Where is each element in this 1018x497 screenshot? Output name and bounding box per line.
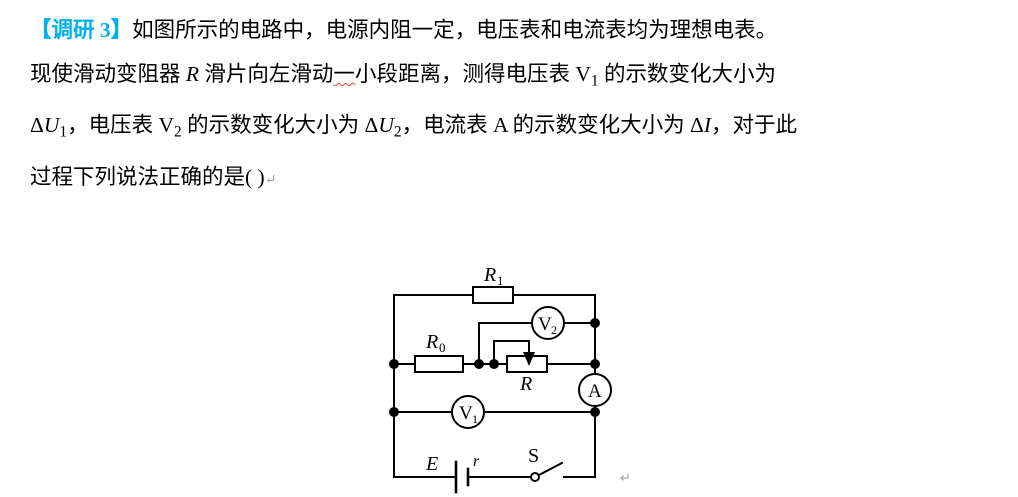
question-line-4: 过程下列说法正确的是( )↵ <box>30 155 995 203</box>
line3-U-2: U <box>378 113 394 138</box>
label-E: E <box>425 453 438 475</box>
junction-dot-left-low <box>389 407 399 417</box>
line3-sub-3: 2 <box>393 123 402 141</box>
resistor-R1-body <box>472 286 514 304</box>
question-line-1: 【调研 3】如图所示的电路中，电源内阻一定，电压表和电流表均为理想电表。 <box>30 8 995 52</box>
line4-close-paren: ) <box>257 164 265 189</box>
resistor-R0-body <box>414 355 464 373</box>
ammeter-A-circle <box>578 373 612 407</box>
junction-dot-right-v2 <box>590 318 600 328</box>
line3-part-e: ，对于此 <box>711 113 798 138</box>
junction-dots <box>389 318 600 417</box>
line2-part-c: 小段距离，测得电压表 V <box>354 62 591 86</box>
line2-wavy-underlined: 一 <box>333 62 355 86</box>
line2-part-d: 的示数变化大小为 <box>598 62 776 86</box>
junction-dot-right-low <box>590 407 600 417</box>
rheostat-R-body <box>506 355 548 373</box>
label-A: A <box>588 381 602 402</box>
line3-part-c: 的示数变化大小为 Δ <box>181 113 379 138</box>
line2-part-b: 滑片向左滑动 <box>199 62 334 86</box>
junction-dot-right-mid <box>590 359 600 369</box>
question-line-1-text: 如图所示的电路中，电源内阻一定，电压表和电流表均为理想电表。 <box>132 18 778 42</box>
line2-part-a: 现使滑动变阻器 <box>30 62 186 86</box>
label-r: r <box>473 453 480 470</box>
switch-lever <box>537 461 564 477</box>
question-line-3: ΔU1，电压表 V2 的示数变化大小为 ΔU2，电流表 A 的示数变化大小为 Δ… <box>30 103 995 154</box>
question-line-2: 现使滑动变阻器 R 滑片向左滑动一小段距离，测得电压表 V1 的示数变化大小为 <box>30 52 995 103</box>
diagram-paragraph-mark-icon: ↵ <box>620 470 631 485</box>
line3-part-b: ，电压表 V <box>67 113 174 138</box>
label-S: S <box>528 445 539 467</box>
label-R1: R <box>483 264 496 286</box>
switch-pivot-icon <box>530 472 540 482</box>
label-V2: V <box>538 314 552 335</box>
line2-subscript-1: 1 <box>590 72 599 90</box>
line3-part-d: ，电流表 A 的示数变化大小为 Δ <box>401 113 704 138</box>
line3-delta-1: Δ <box>30 113 44 138</box>
junction-dot-slider-tap <box>489 359 499 369</box>
line2-variable-R: R <box>185 62 200 86</box>
label-R0-subscript: 0 <box>439 340 446 355</box>
label-R-rheostat: R <box>519 373 532 395</box>
line3-U-1: U <box>43 113 60 138</box>
line3-sub-2: 2 <box>174 123 182 141</box>
junction-dot-left-mid <box>389 359 399 369</box>
label-R0: R <box>425 331 438 353</box>
label-V1-subscript: 1 <box>472 412 478 426</box>
junction-dot-v2-tap <box>474 359 484 369</box>
question-tag: 【调研 3】 <box>30 18 133 42</box>
voltmeter-V2-circle <box>531 306 565 340</box>
rheostat-slider-arrow-icon <box>523 352 535 366</box>
question-text-block: 【调研 3】如图所示的电路中，电源内阻一定，电压表和电流表均为理想电表。 现使滑… <box>30 8 995 203</box>
label-V2-subscript: 2 <box>551 323 557 337</box>
paragraph-mark-icon: ↵ <box>264 172 277 188</box>
line3-I: I <box>703 113 712 138</box>
line4-text: 过程下列说法正确的是( <box>30 164 253 189</box>
line3-sub-1: 1 <box>59 123 68 141</box>
voltmeter-V1-circle <box>451 395 485 429</box>
label-R1-subscript: 1 <box>497 273 504 288</box>
label-V1: V <box>459 403 473 424</box>
